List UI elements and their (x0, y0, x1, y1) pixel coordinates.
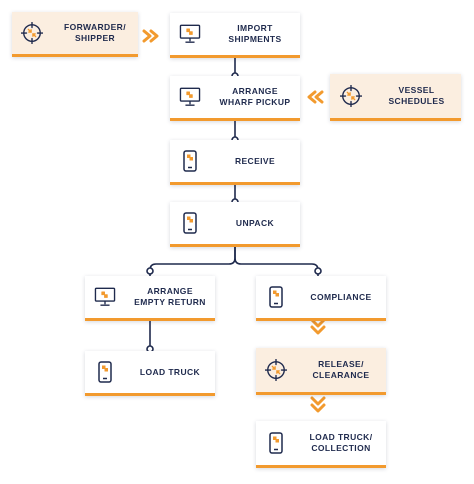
mobile-phone-icon (256, 432, 296, 454)
monitor-icon (85, 287, 125, 307)
node-label: LOAD TRUCK/ COLLECTION (309, 432, 373, 453)
connector-dot (146, 267, 154, 275)
node-label: VESSEL SCHEDULES (388, 85, 445, 106)
node-unpack: UNPACK (170, 202, 300, 247)
mobile-phone-icon (256, 286, 296, 308)
node-arrange-empty-return: ARRANGE EMPTY RETURN (85, 276, 215, 321)
mobile-phone-icon (170, 212, 210, 234)
arrow-down-icon (310, 396, 326, 406)
connector-dot (314, 267, 322, 275)
node-load-truck-collection: LOAD TRUCK/ COLLECTION (256, 421, 386, 468)
node-vessel-schedules: VESSEL SCHEDULES (330, 74, 461, 121)
arrow-left-icon (307, 90, 317, 104)
mobile-phone-icon (170, 150, 210, 172)
node-label: FORWARDER/ SHIPPER (64, 22, 126, 43)
arrow-right-icon (149, 29, 159, 43)
crosshair-arrows-icon (256, 359, 296, 381)
node-label: LOAD TRUCK (139, 366, 201, 377)
node-compliance: COMPLIANCE (256, 276, 386, 321)
node-label: ARRANGE WHARF PICKUP (219, 86, 291, 107)
node-load-truck: LOAD TRUCK (85, 351, 215, 396)
arrow-right-icon (142, 29, 152, 43)
node-label: RECEIVE (234, 155, 276, 166)
arrow-down-icon (310, 403, 326, 413)
monitor-icon (170, 87, 210, 107)
node-label: IMPORT SHIPMENTS (228, 23, 282, 44)
crosshair-arrows-icon (330, 85, 372, 107)
node-label: UNPACK (235, 217, 275, 228)
node-receive: RECEIVE (170, 140, 300, 185)
arrow-down-icon (310, 325, 326, 335)
arrow-left-icon (314, 90, 324, 104)
node-release-clearance: RELEASE/ CLEARANCE (256, 348, 386, 395)
node-label: ARRANGE EMPTY RETURN (134, 286, 206, 307)
monitor-icon (170, 24, 210, 44)
arrow-down-icon (310, 318, 326, 328)
crosshair-arrows-icon (12, 22, 52, 44)
node-import-shipments: IMPORT SHIPMENTS (170, 13, 300, 58)
node-forwarder-shipper: FORWARDER/ SHIPPER (12, 12, 138, 57)
node-label: RELEASE/ CLEARANCE (312, 359, 370, 380)
node-label: COMPLIANCE (310, 291, 372, 302)
node-arrange-wharf-pickup: ARRANGE WHARF PICKUP (170, 76, 300, 121)
mobile-phone-icon (85, 361, 125, 383)
